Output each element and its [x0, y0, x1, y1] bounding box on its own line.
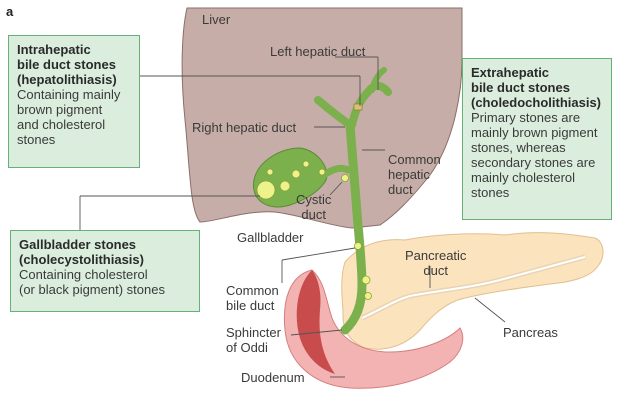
left-hepatic-duct-label: Left hepatic duct: [270, 44, 365, 59]
panel-letter: a: [6, 4, 13, 19]
pancreas-shape: [342, 233, 603, 350]
common-hepatic-duct-label: Common hepatic duct: [388, 152, 441, 197]
right-hepatic-duct-label: Right hepatic duct: [192, 120, 296, 135]
gallbladder-stones-title: Gallbladder stones (cholecystolithiasis): [19, 237, 191, 267]
duodenum-label: Duodenum: [241, 370, 305, 385]
gallbladder-stones-body: Containing cholesterol (or black pigment…: [19, 267, 191, 297]
pancreatic-duct-label: Pancreatic duct: [405, 248, 466, 278]
intrahepatic-body: Containing mainly brown pigment and chol…: [17, 87, 131, 147]
cystic-duct-label: Cystic duct: [296, 192, 331, 222]
extrahepatic-body: Primary stones are mainly brown pigment …: [471, 110, 603, 200]
sphincter-of-oddi-label: Sphincter of Oddi: [226, 325, 281, 355]
intrahepatic-stones-box: Intrahepatic bile duct stones (hepatolit…: [8, 35, 140, 168]
pancreas-label: Pancreas: [503, 325, 558, 340]
extrahepatic-title: Extrahepatic bile duct stones (choledoch…: [471, 65, 603, 110]
liver-label: Liver: [202, 12, 230, 27]
gallbladder-stones-box: Gallbladder stones (cholecystolithiasis)…: [10, 230, 200, 312]
common-bile-duct-label: Common bile duct: [226, 283, 279, 313]
intrahepatic-title: Intrahepatic bile duct stones (hepatolit…: [17, 42, 131, 87]
extrahepatic-stones-box: Extrahepatic bile duct stones (choledoch…: [462, 58, 612, 220]
gallbladder-label: Gallbladder: [237, 230, 304, 245]
